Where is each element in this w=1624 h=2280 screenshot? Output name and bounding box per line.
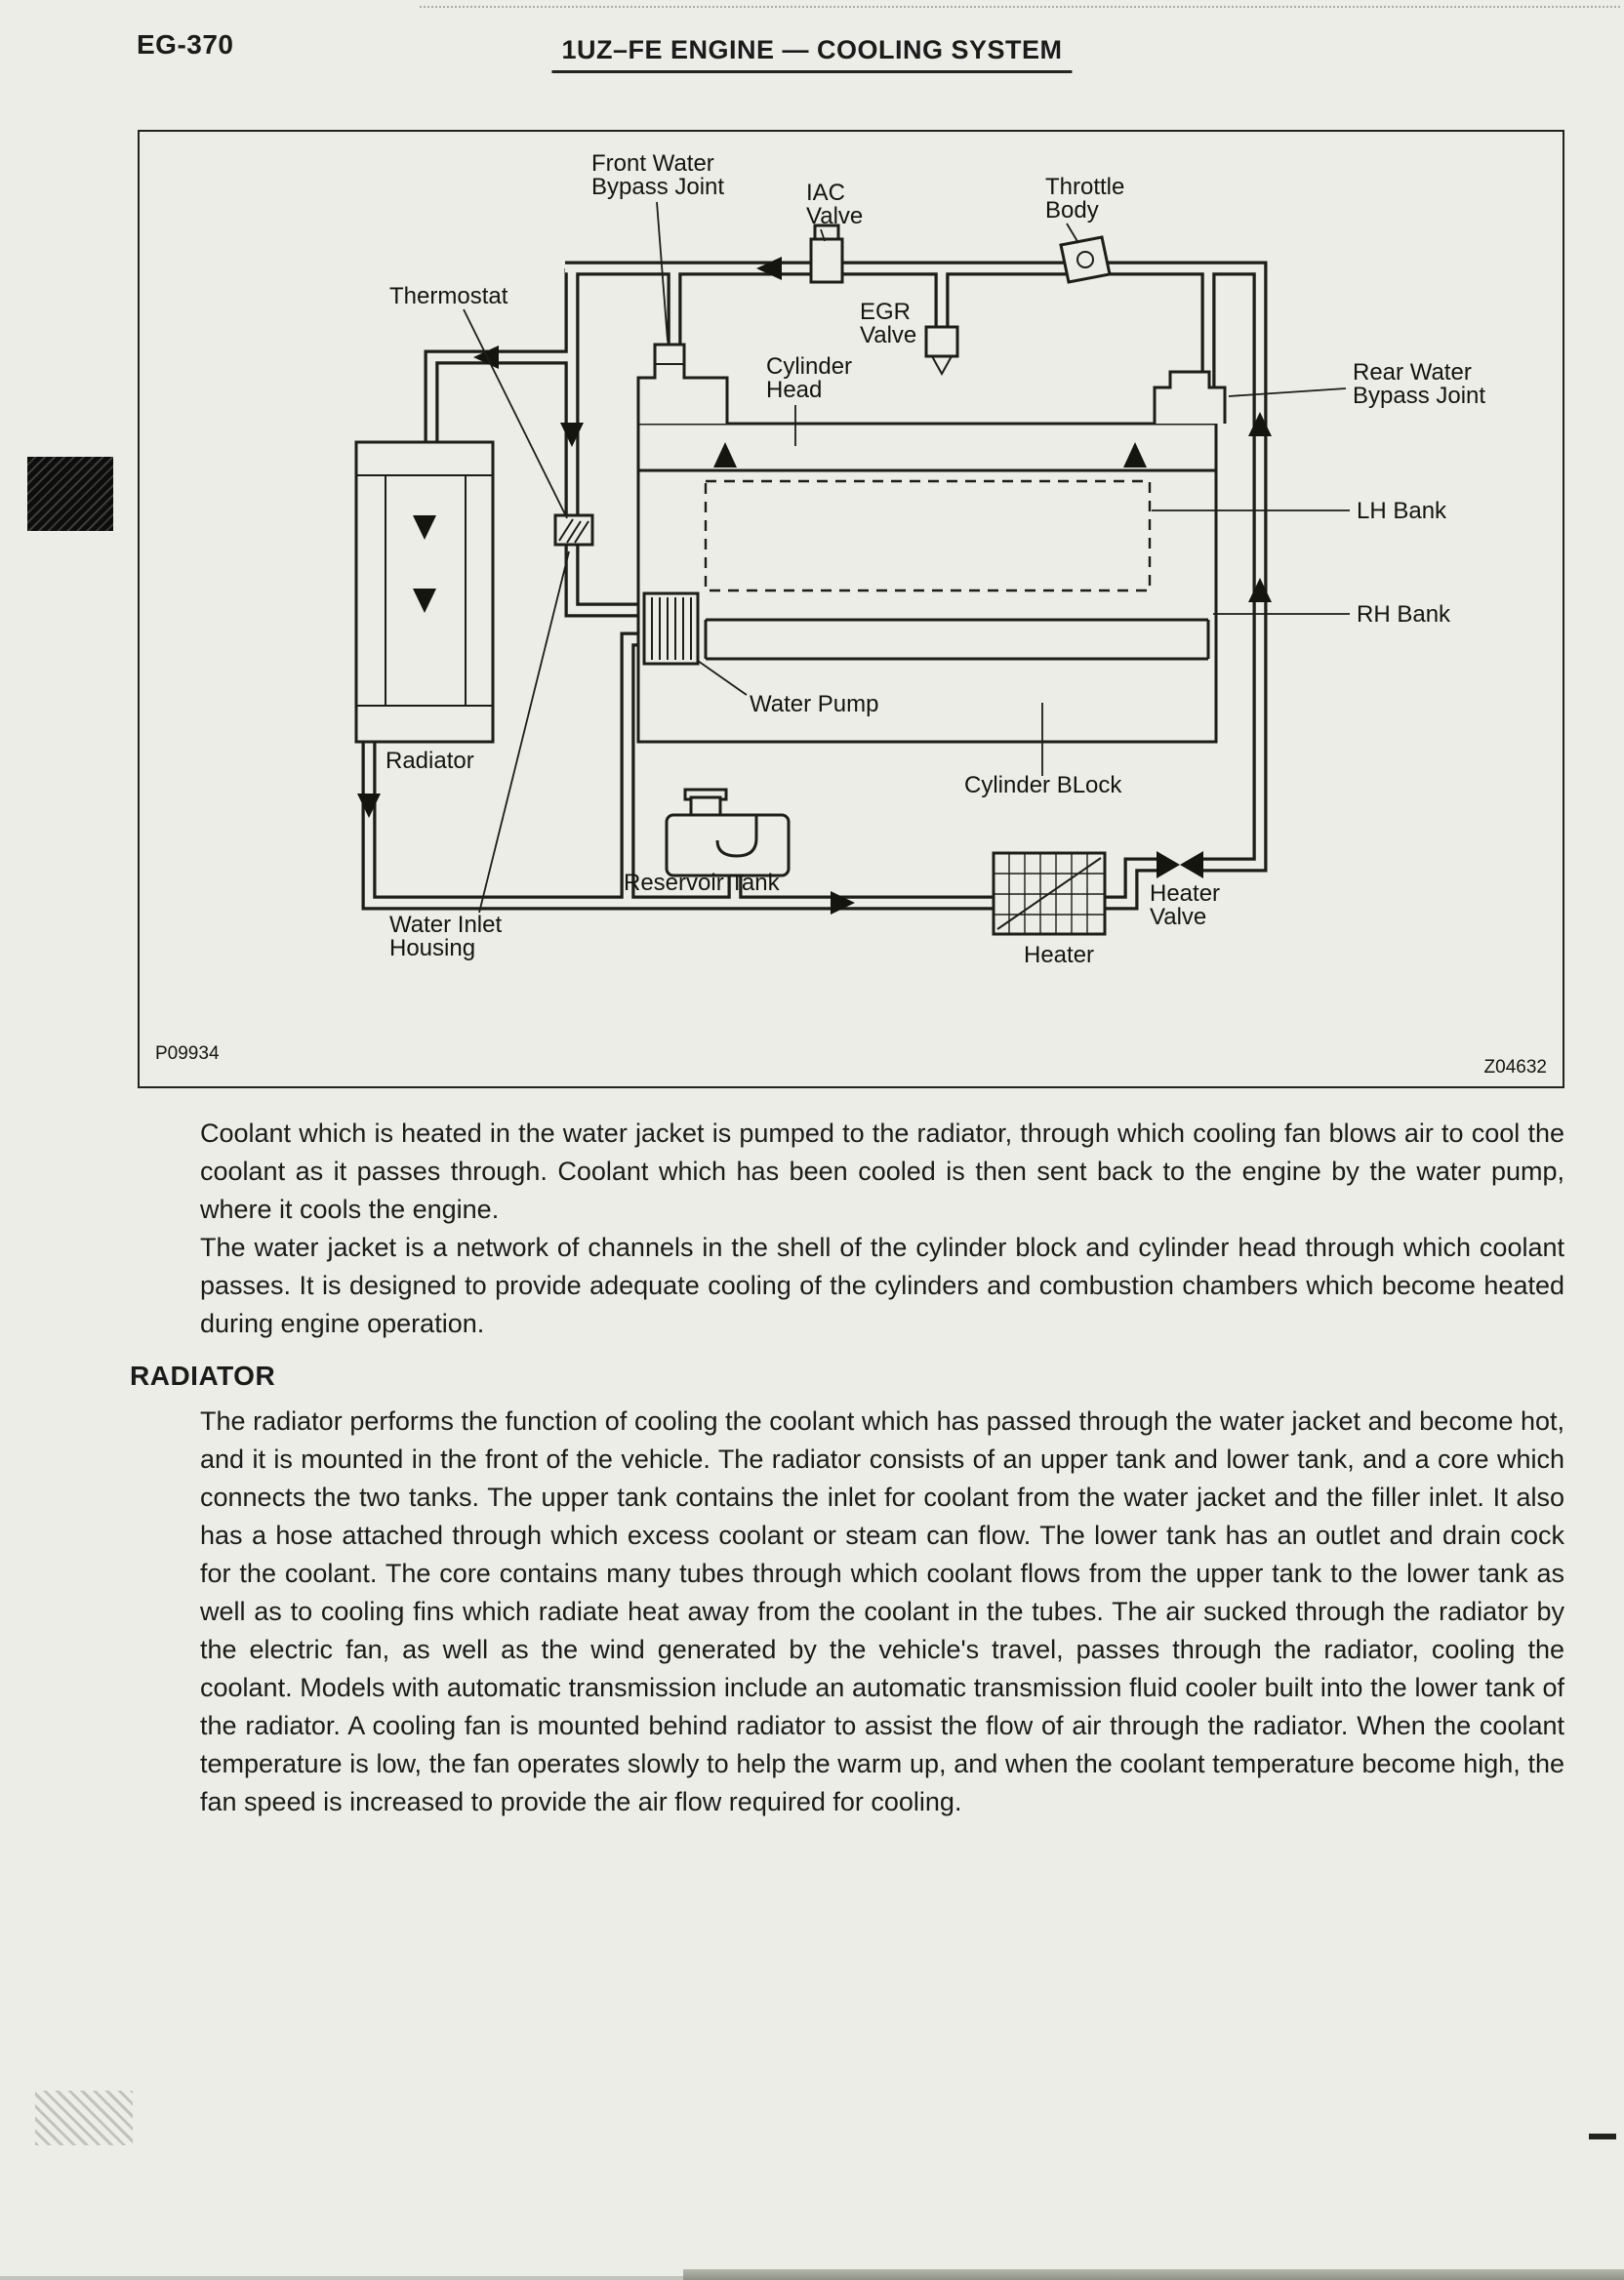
engine-block-symbol bbox=[636, 343, 1227, 744]
paragraph-water-jacket: The water jacket is a network of channel… bbox=[200, 1233, 1564, 1338]
label-heater-valve: Heater bbox=[1150, 880, 1220, 907]
label-iac-valve-2: Valve bbox=[806, 203, 863, 229]
heater-valve-symbol bbox=[1157, 851, 1203, 878]
label-water-inlet-housing: Water Inlet bbox=[389, 912, 502, 938]
throttle-body-symbol bbox=[1059, 235, 1112, 284]
label-egr-valve-2: Valve bbox=[860, 322, 916, 348]
radiator-symbol bbox=[354, 440, 495, 744]
flow-arrows bbox=[357, 257, 1272, 915]
cooling-system-figure: Front Water Bypass Joint IAC Valve Throt… bbox=[138, 130, 1564, 1088]
figure-part-number: P09934 bbox=[155, 1043, 220, 1064]
thermostat-symbol bbox=[553, 513, 594, 547]
label-reservoir-tank: Reservoir Tank bbox=[624, 870, 781, 896]
paragraph-radiator: The radiator performs the function of co… bbox=[200, 1406, 1564, 1816]
label-rh-bank: RH Bank bbox=[1357, 601, 1451, 628]
label-front-water-bypass-joint: Front Water bbox=[591, 150, 714, 177]
scan-artifact-dash bbox=[1589, 2134, 1616, 2139]
label-throttle-body: Throttle bbox=[1045, 174, 1124, 200]
scan-edge-shadow-light bbox=[0, 2276, 683, 2280]
rear-bypass-joint-symbol bbox=[1153, 370, 1227, 424]
label-thermostat: Thermostat bbox=[389, 283, 508, 309]
label-heater: Heater bbox=[1024, 942, 1094, 968]
label-leader-lines bbox=[463, 201, 1350, 914]
page-code: EG-370 bbox=[137, 29, 234, 60]
scan-artifact-top-dots bbox=[420, 6, 1620, 8]
reservoir-tank-symbol bbox=[665, 788, 791, 877]
label-water-pump: Water Pump bbox=[750, 691, 878, 717]
label-radiator: Radiator bbox=[386, 748, 474, 774]
label-iac-valve: IAC bbox=[806, 180, 845, 206]
label-cylinder-head: Cylinder bbox=[766, 353, 852, 380]
body-text: Coolant which is heated in the water jac… bbox=[130, 1115, 1564, 1821]
section-tab-mark bbox=[27, 457, 113, 531]
radiator-heading: RADIATOR bbox=[130, 1361, 276, 1391]
label-heater-valve-2: Valve bbox=[1150, 904, 1206, 930]
label-rear-water-bypass-joint: Rear Water bbox=[1353, 359, 1472, 386]
label-throttle-body-2: Body bbox=[1045, 197, 1099, 224]
paragraph-coolant-flow: Coolant which is heated in the water jac… bbox=[200, 1119, 1564, 1224]
label-water-inlet-housing-2: Housing bbox=[389, 935, 475, 961]
label-front-water-bypass-joint-2: Bypass Joint bbox=[591, 174, 724, 200]
iac-valve-symbol bbox=[809, 224, 844, 284]
scan-edge-shadow bbox=[683, 2269, 1624, 2280]
front-bypass-joint-symbol bbox=[636, 343, 729, 424]
label-lh-bank: LH Bank bbox=[1357, 498, 1447, 524]
egr-valve-symbol bbox=[924, 325, 959, 377]
cooling-diagram: Front Water Bypass Joint IAC Valve Throt… bbox=[155, 150, 1547, 1078]
figure-code: Z04632 bbox=[1484, 1057, 1547, 1078]
scan-artifact-hatch bbox=[35, 2091, 133, 2145]
label-rear-water-bypass-joint-2: Bypass Joint bbox=[1353, 383, 1485, 409]
label-cylinder-block: Cylinder BLock bbox=[964, 772, 1122, 798]
water-pump-symbol bbox=[642, 591, 700, 666]
label-egr-valve: EGR bbox=[860, 299, 911, 325]
figure-labels: Front Water Bypass Joint IAC Valve Throt… bbox=[155, 150, 1547, 1078]
page-title: 1UZ–FE ENGINE — COOLING SYSTEM bbox=[551, 35, 1073, 73]
rh-bank-outline bbox=[704, 618, 1210, 661]
heater-symbol bbox=[992, 851, 1107, 936]
label-cylinder-head-2: Head bbox=[766, 377, 822, 403]
